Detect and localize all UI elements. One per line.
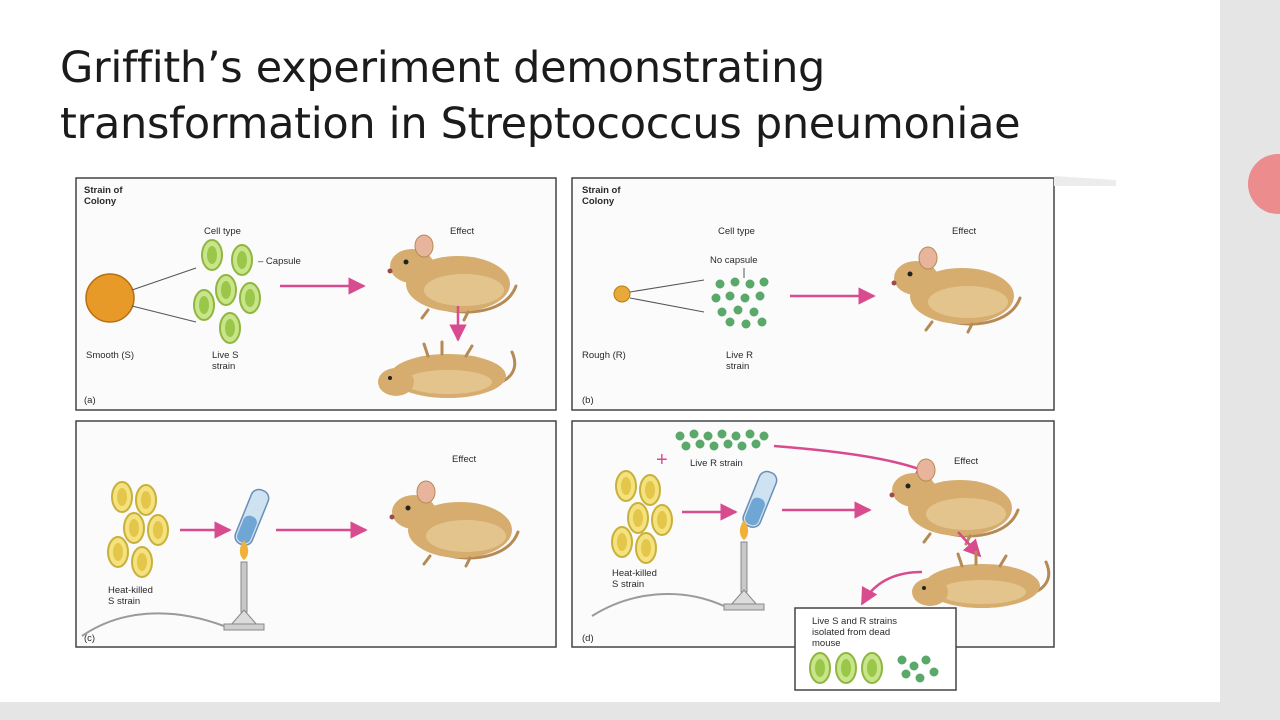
panel-d-live-r: Live R strain — [690, 458, 743, 469]
panel-a-strain: Smooth (S) — [86, 350, 134, 361]
panel-a-header-1: Strain of — [84, 185, 123, 196]
panel-d-heat-1: Heat-killed — [612, 568, 657, 579]
title-line-2: transformation in Streptococcus pneumoni… — [60, 99, 1021, 149]
panel-d-tag: (d) — [582, 633, 594, 644]
panel-b-strain: Rough (R) — [582, 350, 626, 361]
panel-c-heat-2: S strain — [108, 596, 140, 607]
griffith-diagram: Strain of Colony Cell type Effect – Caps… — [75, 176, 1116, 691]
panel-a: Strain of Colony Cell type Effect – Caps… — [75, 177, 557, 411]
panel-b-effect: Effect — [952, 226, 976, 237]
panel-c-effect: Effect — [452, 454, 476, 465]
slide: Griffith’s experiment demonstrating tran… — [0, 0, 1220, 702]
panel-d-plus: + — [656, 449, 668, 471]
rough-colony — [613, 285, 631, 303]
panel-a-live-1: Live S — [212, 350, 238, 361]
panel-b-live-2: strain — [726, 361, 749, 372]
result-line-2: isolated from dead — [812, 627, 890, 638]
panel-a-header-2: Colony — [84, 196, 117, 207]
slide-title: Griffith’s experiment demonstrating tran… — [60, 40, 1180, 152]
result-line-3: mouse — [812, 638, 841, 649]
smooth-colony — [85, 273, 135, 323]
result-line-1: Live S and R strains — [812, 616, 897, 627]
panel-b: Strain of Colony Cell type Effect No cap… — [571, 176, 1116, 411]
panel-b-header-2: Colony — [582, 196, 615, 207]
title-line-1: Griffith’s experiment demonstrating — [60, 43, 826, 93]
panel-b-live-1: Live R — [726, 350, 753, 361]
panel-a-tag: (a) — [84, 395, 96, 406]
arrow-d-5 — [860, 570, 923, 606]
panel-a-effect: Effect — [450, 226, 474, 237]
panel-c-tag: (c) — [84, 633, 95, 644]
panel-d-heat-2: S strain — [612, 579, 644, 590]
panel-b-no-capsule: No capsule — [710, 255, 758, 266]
panel-a-cell-type: Cell type — [204, 226, 241, 237]
panel-c: Effect Heat-killed S strain (c) — [75, 420, 557, 648]
result-box: Live S and R strains isolated from dead … — [794, 607, 957, 691]
panel-b-header-1: Strain of — [582, 185, 621, 196]
panel-d-effect: Effect — [954, 456, 978, 467]
panel-b-tag: (b) — [582, 395, 594, 406]
panel-c-heat-1: Heat-killed — [108, 585, 153, 596]
panel-a-capsule: – Capsule — [258, 256, 301, 267]
accent-circle — [1248, 154, 1280, 214]
panel-b-cell-type: Cell type — [718, 226, 755, 237]
panel-a-live-2: strain — [212, 361, 235, 372]
